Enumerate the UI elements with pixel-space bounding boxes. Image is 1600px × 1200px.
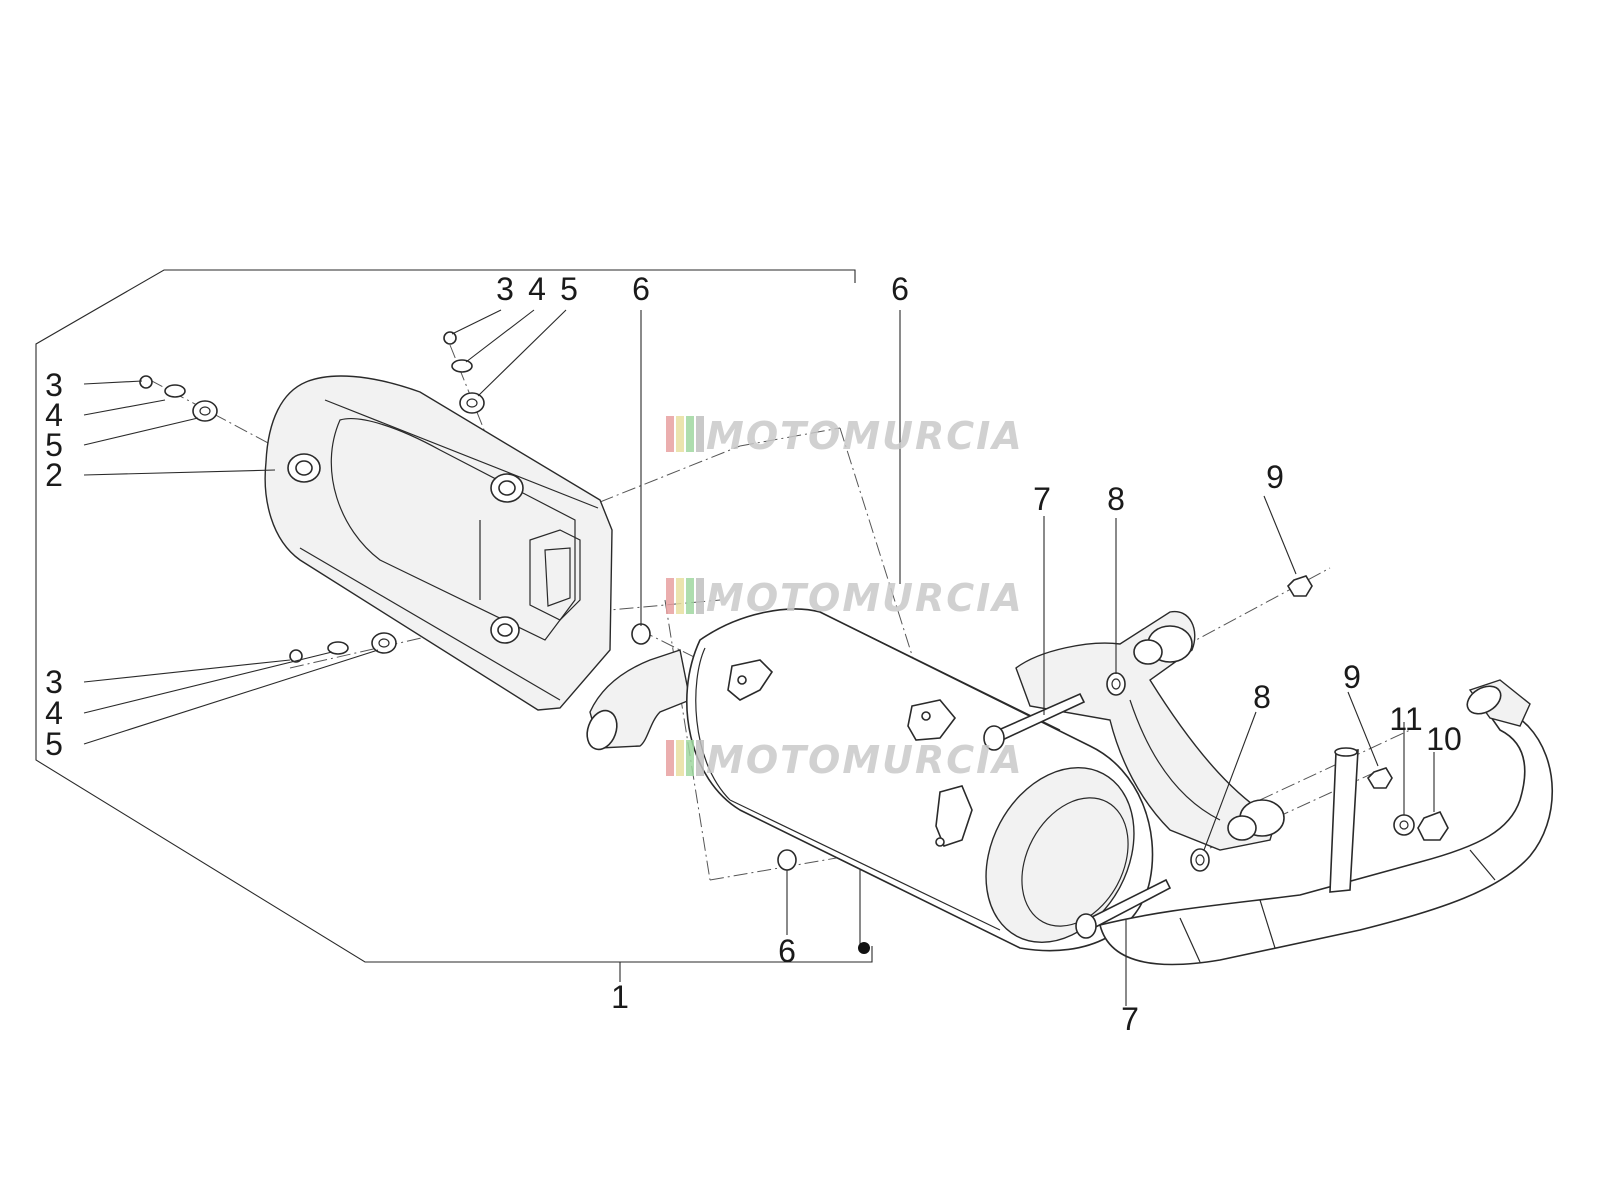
callout-9-bottom: 9	[1343, 659, 1361, 695]
callout-4-left: 4	[45, 397, 63, 433]
callout-6-right: 6	[891, 271, 909, 307]
callout-11: 11	[1389, 701, 1422, 737]
callout-7-top: 7	[1033, 481, 1051, 517]
callout-3-low: 3	[45, 664, 63, 700]
assembly-dot	[858, 942, 870, 954]
watermark-text-top: MOTOMURCIA	[706, 414, 1024, 458]
callout-4-low: 4	[45, 695, 63, 731]
callout-5-top: 5	[560, 271, 578, 307]
exhaust-pipe	[1099, 679, 1553, 966]
callout-8-top: 8	[1107, 481, 1125, 517]
leader-lines	[83, 309, 1435, 1006]
callout-labels: 1 2 3 4 5 3 4 5 3 4 5 6 6 6 7 7 8 8 9 9 …	[45, 271, 1462, 1037]
callout-5-low: 5	[45, 726, 63, 762]
watermark-text-middle: MOTOMURCIA	[706, 576, 1024, 620]
callout-10: 10	[1426, 721, 1462, 757]
callout-8-bottom: 8	[1253, 679, 1271, 715]
callout-6-mid: 6	[632, 271, 650, 307]
callout-7-bottom: 7	[1121, 1001, 1139, 1037]
callout-1: 1	[611, 979, 629, 1015]
muffler-body	[586, 608, 1154, 952]
callout-9-top: 9	[1266, 459, 1284, 495]
mounting-bracket	[1015, 610, 1285, 851]
callout-6-bottom: 6	[778, 933, 796, 969]
heat-shield	[264, 375, 613, 711]
callout-5-left: 5	[45, 427, 63, 463]
watermark-top: MOTOMURCIA	[666, 414, 1024, 458]
watermark-bottom: MOTOMURCIA	[666, 738, 1024, 782]
callout-3-left: 3	[45, 367, 63, 403]
watermark-middle: MOTOMURCIA	[666, 576, 1024, 620]
callout-3-top: 3	[496, 271, 514, 307]
callout-4-top: 4	[528, 271, 546, 307]
assembly-bracket	[35, 269, 873, 982]
watermark-text-bottom: MOTOMURCIA	[706, 738, 1024, 782]
fasteners	[139, 331, 1449, 939]
callout-2: 2	[45, 457, 63, 493]
